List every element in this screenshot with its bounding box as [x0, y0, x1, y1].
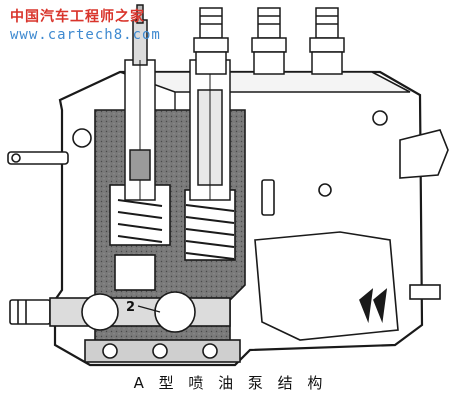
delivery-fittings [193, 7, 345, 75]
delivery-fitting-2 [251, 7, 287, 75]
plunger-spring-left [117, 199, 163, 243]
governor-side-housing [254, 110, 449, 341]
camshaft [9, 291, 231, 333]
base-flange [84, 339, 241, 363]
figure-caption: A 型 喷 油 泵 结 构 [133, 374, 328, 392]
delivery-fitting-1 [193, 7, 229, 75]
delivery-fitting-3 [309, 7, 345, 75]
callout-number-2: 2 [126, 300, 136, 315]
watermark-url: www.cartech8.com [10, 27, 161, 43]
delivery-valve-center [189, 39, 231, 201]
plunger-barrel-left [124, 4, 156, 201]
watermark-title: 中国汽车工程师之家 [10, 9, 145, 25]
plunger-spring-center [185, 204, 235, 260]
callout-leader-line [137, 305, 161, 313]
control-rack-lever [7, 128, 92, 165]
